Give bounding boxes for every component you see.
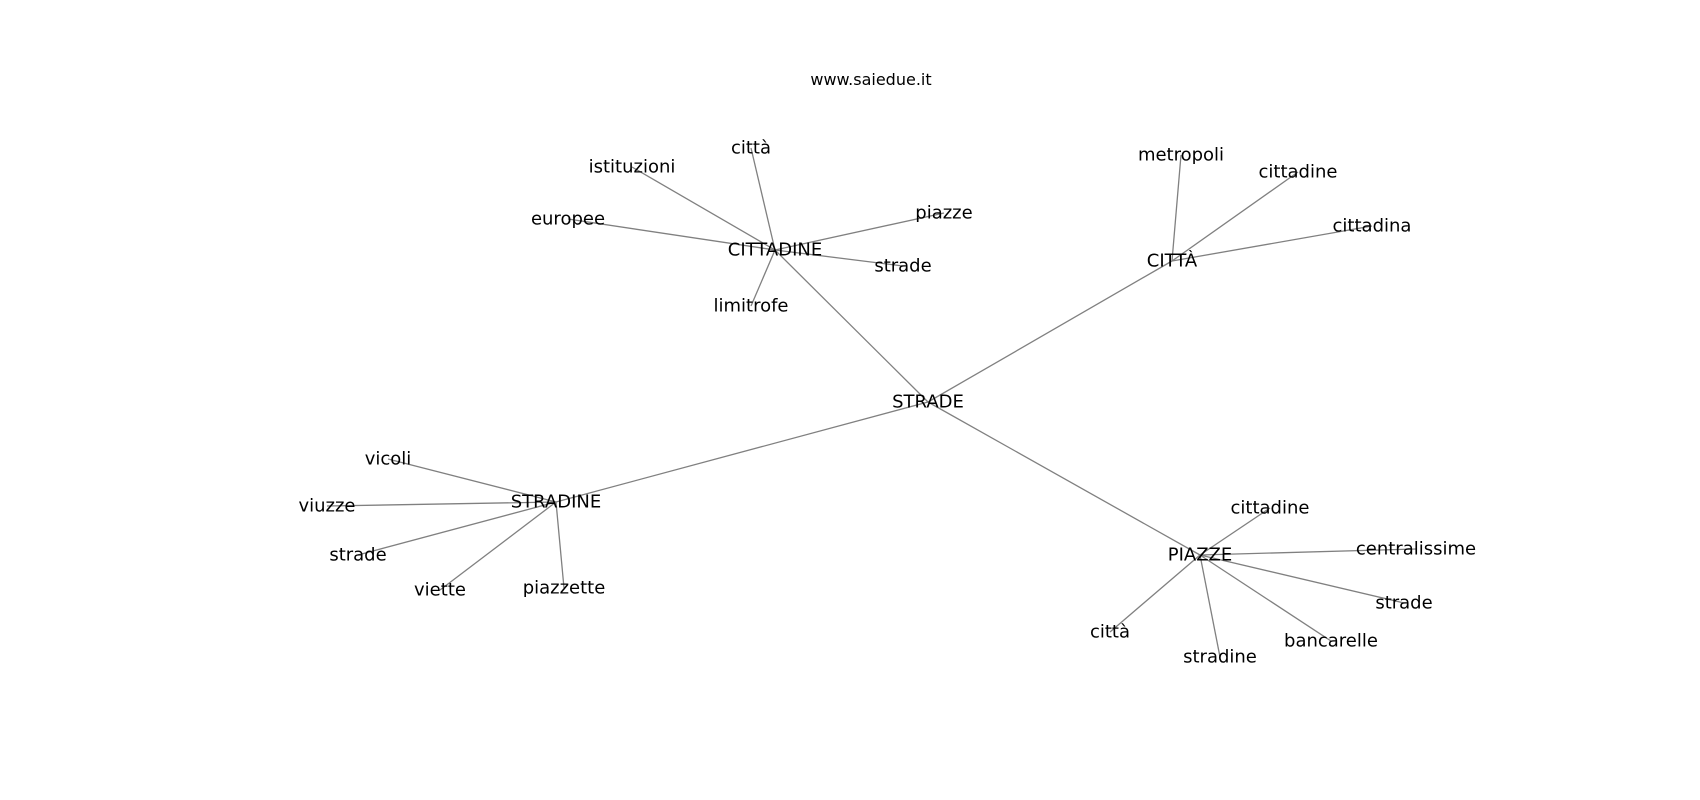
node-cittadine-strade: strade xyxy=(874,256,931,277)
edge-piazze_hub-piazze_bancarelle xyxy=(1199,554,1332,642)
node-piazze-hub: PIAZZE xyxy=(1168,545,1233,566)
node-stradine-vicoli: vicoli xyxy=(365,449,412,470)
edge-cittadine_hub-cittadine_istituzioni xyxy=(631,166,776,251)
node-citta-cittadina: cittadina xyxy=(1333,216,1412,237)
edge-cittadine_hub-cittadine_limitrofe xyxy=(750,249,776,307)
node-stradine-strade: strade xyxy=(329,545,386,566)
node-piazze-centralissime: centralissime xyxy=(1356,539,1476,560)
node-cittadine-istituzioni: istituzioni xyxy=(589,157,676,178)
node-citta-metropoli: metropoli xyxy=(1138,145,1224,166)
edge-strade_center-citta_hub xyxy=(927,260,1173,403)
node-piazze-citta: città xyxy=(1090,622,1130,643)
edge-piazze_hub-piazze_citta xyxy=(1109,554,1201,633)
edge-layer xyxy=(326,147,1417,658)
node-piazze-strade: strade xyxy=(1375,593,1432,614)
edge-piazze_hub-piazze_cittadine xyxy=(1199,507,1271,556)
edge-cittadine_hub-cittadine_strade xyxy=(774,249,904,267)
edge-stradine_hub-stradine_viette xyxy=(439,501,557,591)
node-piazze-stradine: stradine xyxy=(1183,647,1257,668)
edge-strade_center-cittadine_hub xyxy=(774,249,929,403)
edge-stradine_hub-stradine_vicoli xyxy=(387,458,557,503)
edge-citta_hub-citta_cittadina xyxy=(1171,225,1373,262)
node-cittadine-europee: europee xyxy=(531,209,605,230)
node-stradine-piazzette: piazzette xyxy=(523,578,606,599)
edge-strade_center-stradine_hub xyxy=(555,401,929,503)
node-piazze-cittadine: cittadine xyxy=(1231,498,1310,519)
node-cittadine-limitrofe: limitrofe xyxy=(713,296,788,317)
edge-citta_hub-citta_metropoli xyxy=(1171,154,1182,262)
node-cittadine-citta: città xyxy=(731,138,771,159)
edge-stradine_hub-stradine_piazzette xyxy=(555,501,565,589)
node-citta-hub: CITTÀ xyxy=(1147,250,1198,272)
node-piazze-bancarelle: bancarelle xyxy=(1284,631,1378,652)
node-citta-cittadine: cittadine xyxy=(1259,162,1338,183)
edge-stradine_hub-stradine_strade xyxy=(357,501,557,556)
edge-piazze_hub-piazze_centralissime xyxy=(1199,548,1417,556)
label-layer: STRADE CITTADINE CITTÀ STRADINE PIAZZE città i… xyxy=(298,138,1476,668)
edge-stradine_hub-stradine_viuzze xyxy=(326,501,557,507)
edge-cittadine_hub-cittadine_citta xyxy=(750,147,776,251)
edge-piazze_hub-piazze_stradine xyxy=(1199,554,1221,658)
edge-citta_hub-citta_cittadine xyxy=(1171,171,1299,262)
edge-cittadine_hub-cittadine_europee xyxy=(567,218,776,251)
node-strade-center: STRADE xyxy=(892,392,964,413)
node-stradine-viette: viette xyxy=(414,580,466,601)
edge-piazze_hub-piazze_strade xyxy=(1199,554,1405,604)
edge-cittadine_hub-cittadine_piazze xyxy=(774,212,945,251)
edge-strade_center-piazze_hub xyxy=(927,401,1201,556)
node-cittadine-hub: CITTADINE xyxy=(728,240,822,261)
node-stradine-hub: STRADINE xyxy=(511,492,602,513)
node-stradine-viuzze: viuzze xyxy=(298,496,355,517)
node-cittadine-piazze: piazze xyxy=(915,203,972,224)
site-title: www.saiedue.it xyxy=(810,70,932,89)
